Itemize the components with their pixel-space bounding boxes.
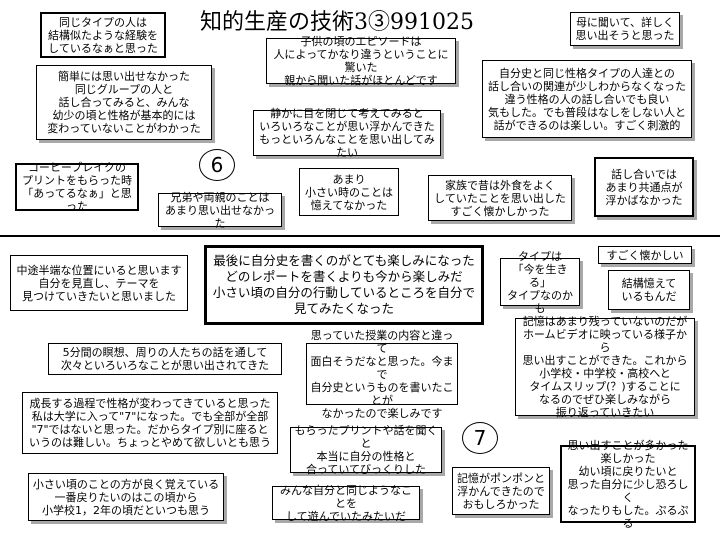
note-nostalgic: すごく懐かしい [598, 246, 692, 264]
section-number-six: 6 [199, 149, 235, 181]
section-number-seven: 7 [462, 422, 498, 454]
note-many-memories: 思い出すことが多かった 楽しかった 幼い頃に戻りたいと 思った自分に少し恐ろしく… [560, 439, 696, 530]
note-print-matches: もらったプリントや話を聞くと 本当に自分の性格と 合っていてびっくりした [290, 424, 442, 476]
note-family-dining: 家族で昔は外食をよく していたことを思い出した すごく懐かしかった [428, 175, 572, 221]
page-title: 知的生産の技術3③991025 [200, 10, 474, 35]
note-live-now-type: タイプは 「今を生きる」 タイプなのかも [500, 250, 580, 315]
note-no-common-points: 話し合いでは あまり共通点が 浮かばなかった [594, 157, 694, 217]
section-divider [0, 235, 720, 237]
note-remember-well: 結構憶えて いるもんだ [608, 270, 690, 310]
note-home-video: 記憶はあまり残っていないのだが ホームビデオに映っている様子から 思い出すことが… [515, 315, 695, 419]
note-type-discussion: 自分史と同じ性格タイプの人達との 話し合いの関連が少しわからなくなった 違う性格… [482, 60, 692, 138]
note-looking-forward: 最後に自分史を書くのがとても楽しみになった どのレポートを書くよりも今から楽しみ… [204, 245, 484, 325]
note-memories-pop: 記憶がポンポンと 浮かんできたので おもしろかった [452, 467, 550, 515]
note-close-eyes: 静かに目を閉じて考えてみると いろいろなことが思い浮かんできた もっといろんなこ… [253, 107, 441, 159]
note-coffee-break: コーヒーブレイクの プリントをもらった時 「あってるなぁ」と思った [15, 161, 139, 213]
note-childhood-episodes: 子供の頃のエピソードは 人によってかなり違うということに驚いた 親から聞いた話が… [266, 35, 456, 87]
note-siblings-parents: 兄弟や両親のことは あまり思い出せなかった [158, 191, 282, 230]
note-halfway-position: 中途半端な位置にいると思います 自分を見直し、テーマを 見つけていきたいと思いま… [10, 255, 188, 311]
note-ask-mother: 母に聞いて、詳しく 思い出そうと思った [570, 12, 680, 46]
note-earlier-memories: 小さい頃のことの方が良く覚えている 一番戻りたいのはこの頃から 小学校1，2年の… [28, 473, 224, 521]
note-same-type: 同じタイプの人は 結構似たような経験を しているなぁと思った [40, 12, 166, 58]
note-little-memory: あまり 小さい時のことは 憶えてなかった [299, 168, 399, 216]
note-same-play: みんな自分と同じようなことを して遊んでいたみたいだ [272, 484, 420, 523]
note-meditation: 5分間の瞑想、周りの人たちの話を通して 次々といろいろなことが思い出されてきた [48, 343, 282, 375]
note-class-content: 思っていた授業の内容と違って 面白そうだなと思った。今まで 自分史というものを書… [306, 329, 458, 420]
note-hard-to-recall: 簡単には思い出せなかった 同じグループの人と 話し合ってみると、みんな 幼少の頃… [36, 65, 212, 140]
note-personality-change: 成長する過程で性格が変わってきていると思った 私は大学に入って"7"になった。で… [22, 392, 278, 454]
